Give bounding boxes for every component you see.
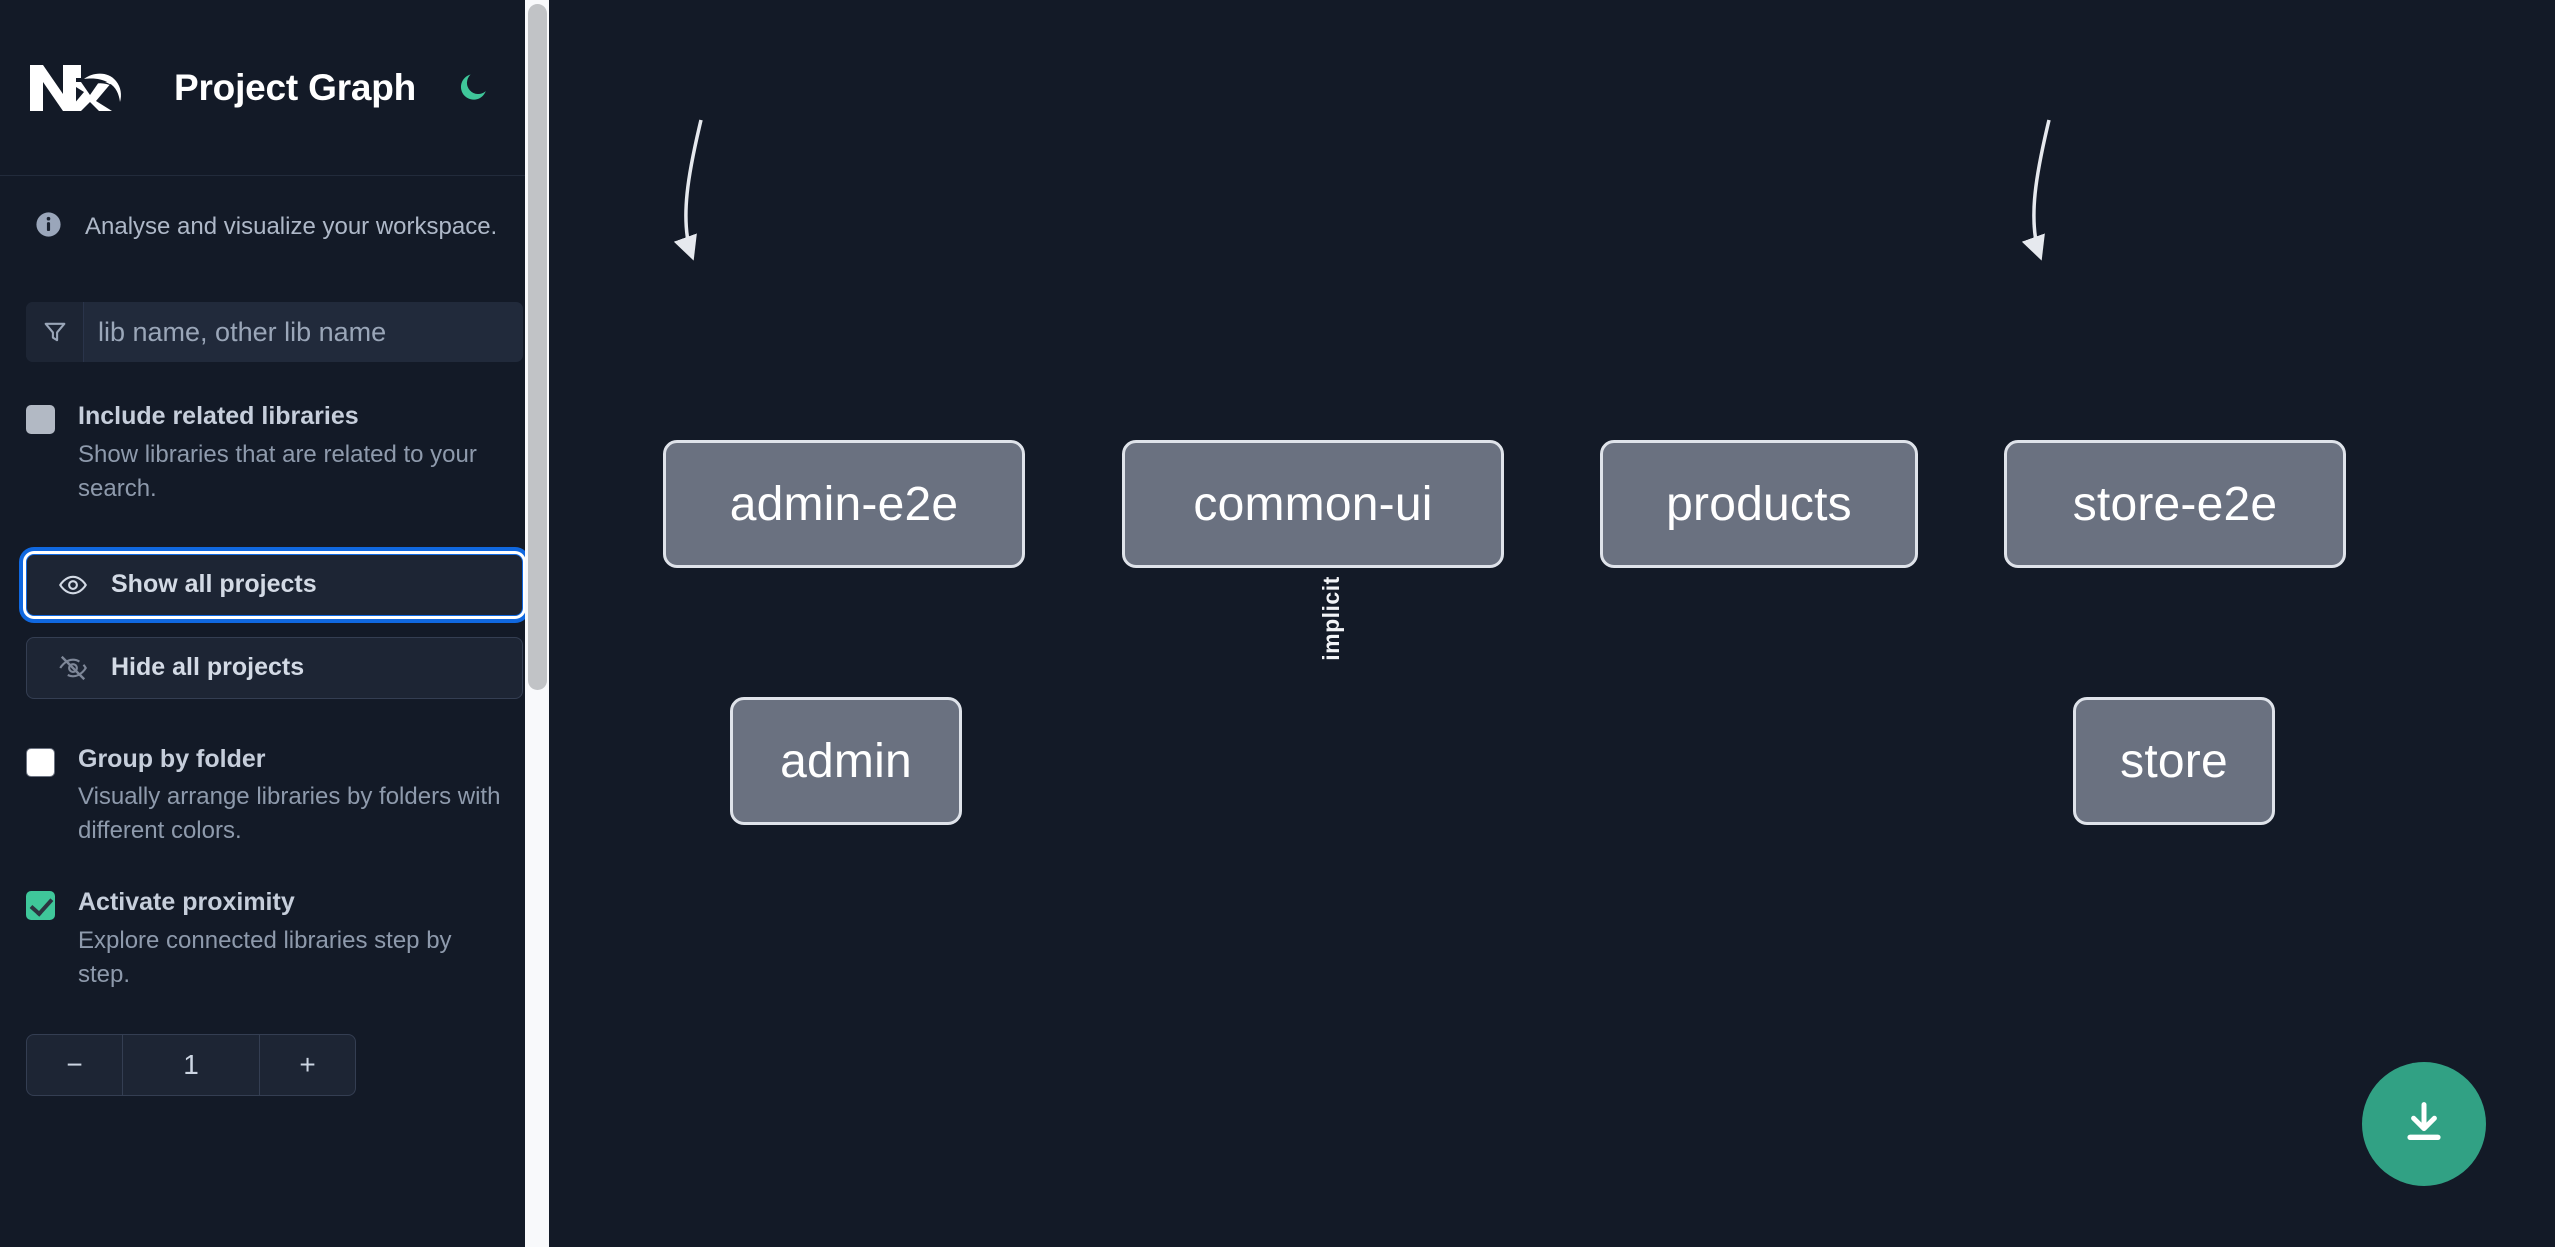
activate-proximity-checkbox[interactable]: [26, 891, 55, 921]
proximity-increment-button[interactable]: +: [259, 1034, 355, 1095]
workspace-info: Analyse and visualize your workspace.: [0, 176, 549, 244]
funnel-filter-icon: [26, 302, 84, 362]
option-group-by-folder[interactable]: Group by folder Visually arrange librari…: [26, 743, 523, 849]
proximity-stepper: − 1 +: [26, 1033, 356, 1096]
edge-label-admin-e2e-admin: implicit: [1317, 576, 1344, 661]
sidebar-scrollbar-thumb[interactable]: [528, 4, 547, 690]
graph-node-store-e2e[interactable]: store-e2e: [2004, 440, 2346, 568]
graph-node-store[interactable]: store: [2073, 697, 2275, 825]
graph-node-admin-e2e[interactable]: admin-e2e: [663, 440, 1025, 568]
hide-all-projects-label: Hide all projects: [111, 653, 305, 682]
nx-logo-icon: [26, 57, 122, 119]
show-all-projects-button[interactable]: Show all projects: [26, 553, 523, 616]
option-activate-proximity[interactable]: Activate proximity Explore connected lib…: [26, 886, 523, 992]
sidebar-body: Include related libraries Show libraries…: [0, 302, 549, 1096]
hide-all-projects-button[interactable]: Hide all projects: [26, 636, 523, 699]
edge-admin-e2e-to-admin: [673, 119, 703, 261]
download-graph-button[interactable]: [2362, 1062, 2486, 1186]
sidebar-scrollbar[interactable]: [525, 0, 549, 1247]
info-circle-icon: [34, 210, 63, 244]
sidebar-header: Project Graph: [0, 0, 549, 176]
group-by-folder-description: Visually arrange libraries by folders wi…: [78, 783, 501, 845]
eye-icon: [56, 568, 89, 601]
edge-store-e2e-to-store: [2021, 119, 2051, 261]
include-related-libraries-description: Show libraries that are related to your …: [78, 440, 477, 502]
group-by-folder-label: Group by folder: [78, 744, 266, 773]
graph-canvas[interactable]: implicit implicit admin-e2e common-ui pr…: [549, 0, 2555, 1247]
moon-icon[interactable]: [454, 69, 492, 107]
option-include-related-libraries[interactable]: Include related libraries Show libraries…: [26, 400, 523, 506]
workspace-info-text: Analyse and visualize your workspace.: [85, 213, 498, 240]
eye-off-icon: [56, 651, 89, 684]
graph-node-common-ui[interactable]: common-ui: [1122, 440, 1504, 568]
graph-edges: [673, 119, 2051, 261]
proximity-value: 1: [183, 1048, 199, 1080]
graph-node-admin[interactable]: admin: [730, 697, 962, 825]
sidebar: Project Graph Analyse and visualize your…: [0, 0, 549, 1247]
activate-proximity-label: Activate proximity: [78, 888, 295, 917]
filter-search-row: [26, 302, 523, 362]
include-related-libraries-label: Include related libraries: [78, 402, 359, 430]
project-visibility-buttons: Show all projects Hide all projects: [26, 553, 523, 699]
search-input[interactable]: [84, 302, 523, 362]
group-by-folder-checkbox[interactable]: [26, 747, 55, 777]
activate-proximity-description: Explore connected libraries step by step…: [78, 926, 452, 988]
download-icon: [2398, 1097, 2450, 1152]
graph-node-products[interactable]: products: [1600, 440, 1918, 568]
include-related-libraries-checkbox[interactable]: [26, 405, 55, 434]
page-title: Project Graph: [174, 66, 417, 108]
proximity-decrement-button[interactable]: −: [27, 1034, 123, 1095]
show-all-projects-label: Show all projects: [111, 570, 317, 599]
